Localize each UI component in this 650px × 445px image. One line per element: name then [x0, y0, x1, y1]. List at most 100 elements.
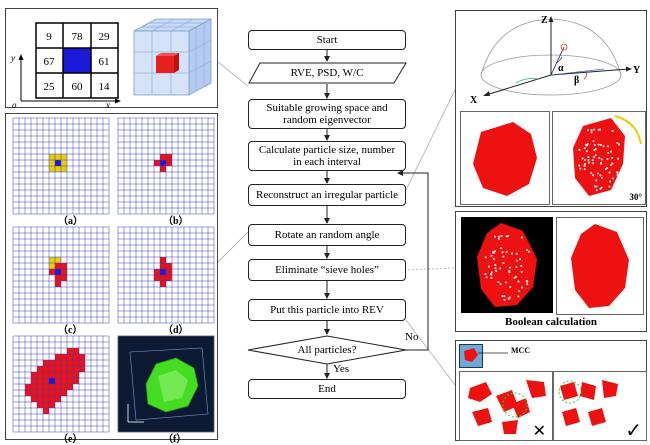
highlight-cell: [55, 154, 61, 160]
seed-cell: [55, 160, 61, 166]
sieve-hole-dot: [616, 142, 619, 145]
particle-cell: [31, 384, 37, 390]
particle-cell: [154, 269, 160, 275]
sieve-hole-dot: [581, 157, 584, 160]
sieve-hole-dot: [509, 286, 512, 289]
particle-cell: [166, 160, 172, 166]
sieve-hole-dot: [618, 143, 621, 146]
mcc-label: MCC: [511, 346, 531, 355]
particle-before-box: [460, 111, 550, 205]
sieve-hole-dot: [600, 161, 603, 164]
particle-cell: [37, 378, 43, 384]
particle-cell: [49, 384, 55, 390]
neighbor-value: 25: [44, 81, 56, 93]
particle-cell: [43, 402, 49, 408]
sieve-hole-dot: [516, 259, 519, 262]
sieve-hole-dot: [520, 264, 523, 267]
mcc-panel: MCC ✕ ✓: [455, 340, 647, 442]
flow-input-text: RVE, PSD, W/C: [290, 67, 364, 79]
seed-cell: [49, 378, 55, 384]
boolean-after-svg: [571, 224, 629, 308]
sieve-hole-dot: [592, 140, 595, 143]
sieve-hole-dot: [591, 159, 594, 162]
sieve-hole-dot: [497, 235, 500, 238]
particle-cell: [67, 348, 73, 354]
sieve-hole-dot: [592, 162, 595, 165]
sieve-hole-dot: [616, 171, 619, 174]
sieve-hole-dot: [583, 165, 586, 168]
grid-panel-e: [12, 335, 110, 433]
sieve-hole-dot: [604, 168, 607, 171]
sieve-hole-dot: [517, 280, 520, 283]
particle-cell: [25, 390, 31, 396]
sieve-hole-dot: [583, 159, 586, 162]
neighbor-grid-panel: y x o 9 78 29 67 61 25 60 14: [5, 8, 218, 110]
particle-before-svg: [473, 122, 537, 196]
caption-c: （c）: [58, 325, 83, 336]
sieve-hole-dot: [588, 161, 591, 164]
particle-cell: [160, 257, 166, 263]
seed-cell: [160, 269, 166, 275]
rotation-angle-label: 30°: [629, 192, 642, 202]
neighbor-grid-svg: y x o 9 78 29 67 61 25 60 14: [10, 18, 212, 110]
sieve-hole-dot: [617, 157, 620, 160]
sieve-hole-dot: [494, 264, 497, 267]
particle-cell: [25, 384, 31, 390]
sieve-hole-dot: [593, 185, 596, 188]
seed-cell: [55, 269, 61, 275]
rotation-axes-svg: Z Y X α β: [470, 15, 641, 106]
accept-mark: ✓: [625, 418, 642, 442]
sieve-hole-dot: [484, 273, 487, 276]
sieve-hole-dot: [520, 270, 523, 273]
particle-cell: [61, 378, 67, 384]
flow-no-label: No: [405, 331, 419, 343]
neighbor-value: 9: [46, 31, 52, 43]
sieve-hole-dot: [597, 128, 600, 131]
particle-cell: [154, 275, 160, 281]
growth-grids-panel: （a） （b） （c） （d） （e） （f）: [5, 113, 218, 445]
sieve-hole-dot: [578, 164, 581, 167]
grid-panel-c: [12, 226, 110, 324]
sieve-hole-dot: [579, 167, 582, 170]
particle-cell: [166, 154, 172, 160]
flow-step-growing-space: Suitable growing space and random eigenv…: [248, 99, 406, 129]
grid-panel-a: [12, 117, 110, 215]
placement-accepted-box: ✓: [553, 371, 647, 442]
sieve-hole-dot: [494, 267, 497, 270]
sieve-hole-dot: [508, 270, 511, 273]
particle-cell: [160, 154, 166, 160]
sieve-hole-dot: [500, 247, 503, 250]
neighbor-value: 78: [72, 31, 84, 43]
sieve-hole-dot: [505, 235, 508, 238]
sieve-hole-dot: [590, 131, 593, 134]
sieve-hole-dot: [595, 185, 598, 188]
sieve-hole-dot: [485, 276, 488, 279]
sieve-hole-dot: [607, 151, 610, 154]
sieve-hole-dot: [587, 156, 590, 159]
highlight-cell: [61, 160, 67, 166]
caption-e: （e）: [58, 434, 83, 445]
sieve-hole-dot: [518, 290, 521, 293]
caption-f: （f）: [163, 434, 187, 445]
highlight-cell: [49, 160, 55, 166]
particle-cell: [55, 354, 61, 360]
sieve-hole-dot: [585, 150, 588, 153]
flow-step-rotate: Rotate an random angle: [248, 224, 406, 246]
mcc-thumbnail: [459, 344, 483, 368]
sieve-hole-dot: [595, 179, 598, 182]
particle-cell: [37, 396, 43, 402]
particle-cell: [154, 160, 160, 166]
particle-cell: [43, 384, 49, 390]
sieve-hole-dot: [527, 250, 530, 253]
sieve-hole-dot: [611, 177, 614, 180]
sieve-hole-dot: [500, 235, 503, 238]
particle-cell: [61, 372, 67, 378]
sieve-hole-dot: [611, 162, 614, 165]
neighbor-value: 67: [44, 56, 56, 68]
beta-label: β: [574, 75, 579, 86]
sieve-hole-dot: [491, 251, 494, 254]
flow-step-particle-size-line1: Calculate particle size, number: [258, 144, 396, 156]
particle-cell: [43, 390, 49, 396]
flow-yes-label: Yes: [333, 363, 350, 375]
axis-z-label: Z: [541, 15, 548, 26]
